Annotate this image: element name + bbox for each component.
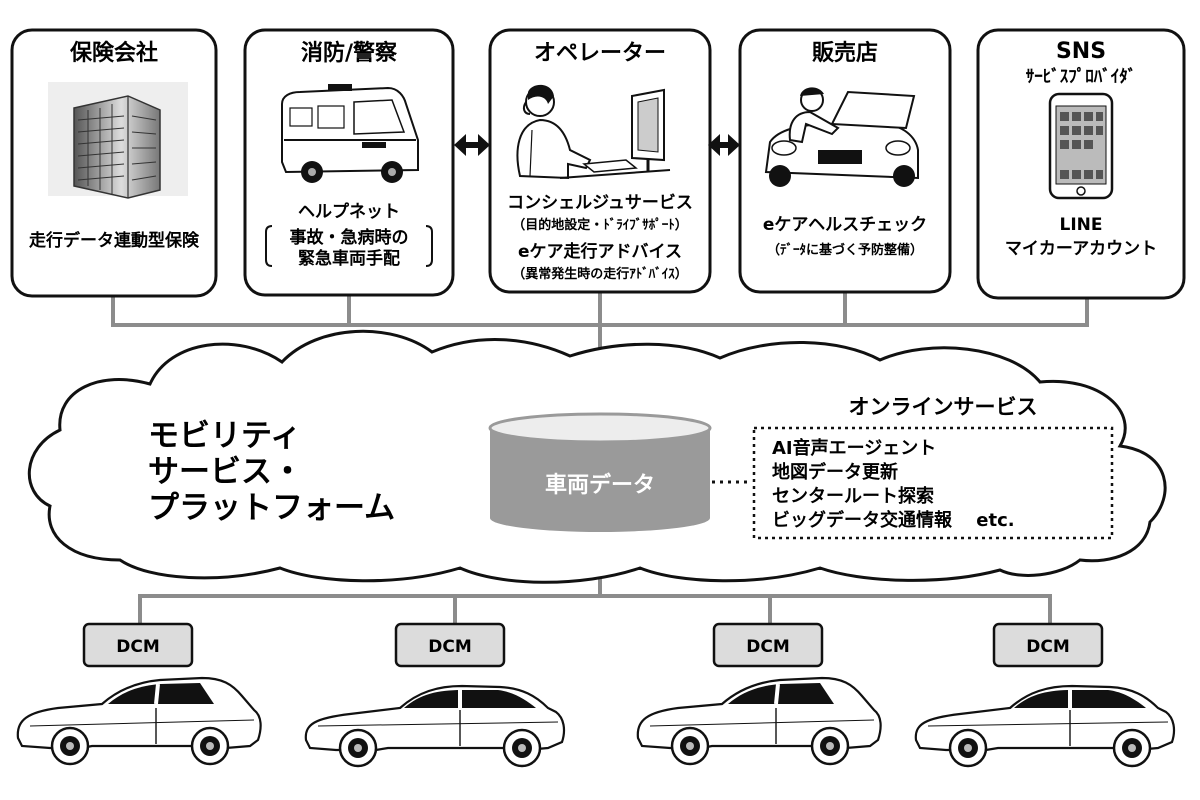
dcm-label: DCM <box>746 637 790 657</box>
online-services-title: オンラインサービス <box>849 395 1038 419</box>
car-icon <box>635 676 883 766</box>
platform-label-line-1: モビリティ <box>148 418 301 454</box>
fire-police-box: 消防/警察 ヘルプネット 事故・急病時の 緊急車両手配 <box>243 28 455 297</box>
dcm-module <box>712 622 824 668</box>
car-icon <box>15 676 263 766</box>
car-icon <box>303 684 566 768</box>
ecare-advice-label: eケア走行アドバイス <box>518 241 682 262</box>
health-check-desc: （ﾃﾞｰﾀに基づく予防整備） <box>767 242 923 258</box>
dcm-module <box>992 622 1104 668</box>
dealer-box: 販売店 eケアヘルスチェック （ﾃﾞｰﾀに基づく予防整備） <box>738 28 952 294</box>
concierge-label: コンシェルジュサービス <box>507 193 693 213</box>
platform-label-line-2: サービス・ <box>148 454 303 490</box>
fire-police-title: 消防/警察 <box>301 40 398 66</box>
platform-label-line-3: プラットフォーム <box>148 490 395 526</box>
dcm-label: DCM <box>428 637 472 657</box>
database-label: 車両データ <box>545 472 655 498</box>
ecare-advice-desc: （異常発生時の走行ｱﾄﾞﾊﾞｲｽ） <box>512 266 688 282</box>
smartphone-icon <box>1048 92 1114 200</box>
operator-box: オペレーター コンシェルジュサービス （目的地設定・ﾄﾞﾗｲﾌﾞｻﾎﾟｰﾄ） e… <box>488 28 712 294</box>
mycar-account-label: マイカーアカウント <box>1005 239 1157 259</box>
line-label: LINE <box>1060 215 1103 235</box>
sns-box: SNS ｻｰﾋﾞｽﾌﾟﾛﾊﾞｲﾀﾞ LINE マイカーアカウント <box>976 28 1186 300</box>
online-service-item: AI音声エージェント <box>772 437 936 459</box>
helpnet-desc-1: 事故・急病時の <box>290 227 409 248</box>
car-mechanic-icon <box>764 87 919 187</box>
vehicle-4: DCM <box>913 622 1176 768</box>
car-icon <box>913 684 1176 768</box>
online-service-item: 地図データ更新 <box>772 461 898 483</box>
dealer-title: 販売店 <box>812 40 878 66</box>
double-arrow-icon <box>708 134 740 156</box>
dcm-module <box>82 622 194 668</box>
double-arrow-icon <box>454 134 490 156</box>
vehicle-1: DCM <box>15 622 263 766</box>
online-service-item: ビッグデータ交通情報 etc. <box>772 509 1015 531</box>
call-center-operator-icon <box>516 84 671 180</box>
vehicle-3: DCM <box>635 622 883 766</box>
insurance-company-title: 保険会社 <box>69 40 158 66</box>
office-building-icon <box>48 82 188 199</box>
helpnet-label: ヘルプネット <box>298 201 400 222</box>
health-check-label: eケアヘルスチェック <box>763 215 927 235</box>
online-services-panel: オンラインサービス AI音声エージェント 地図データ更新 センタールート探索 ビ… <box>752 395 1114 540</box>
insurance-service-label: 走行データ連動型保険 <box>29 230 200 251</box>
concierge-desc: （目的地設定・ﾄﾞﾗｲﾌﾞｻﾎﾟｰﾄ） <box>512 217 688 233</box>
insurance-company-box: 保険会社 走行データ連動型保険 <box>10 28 218 298</box>
sns-title: SNS <box>1056 39 1106 64</box>
sns-subtitle: ｻｰﾋﾞｽﾌﾟﾛﾊﾞｲﾀﾞ <box>1026 66 1137 87</box>
helpnet-desc-2: 緊急車両手配 <box>298 248 400 269</box>
dcm-label: DCM <box>116 637 160 657</box>
ambulance-icon <box>281 84 419 183</box>
dcm-module <box>394 622 506 668</box>
operator-title: オペレーター <box>534 41 666 66</box>
vehicle-2: DCM <box>303 622 566 768</box>
dcm-label: DCM <box>1026 637 1070 657</box>
vehicle-database: 車両データ <box>488 412 712 532</box>
online-service-item: センタールート探索 <box>772 485 934 507</box>
